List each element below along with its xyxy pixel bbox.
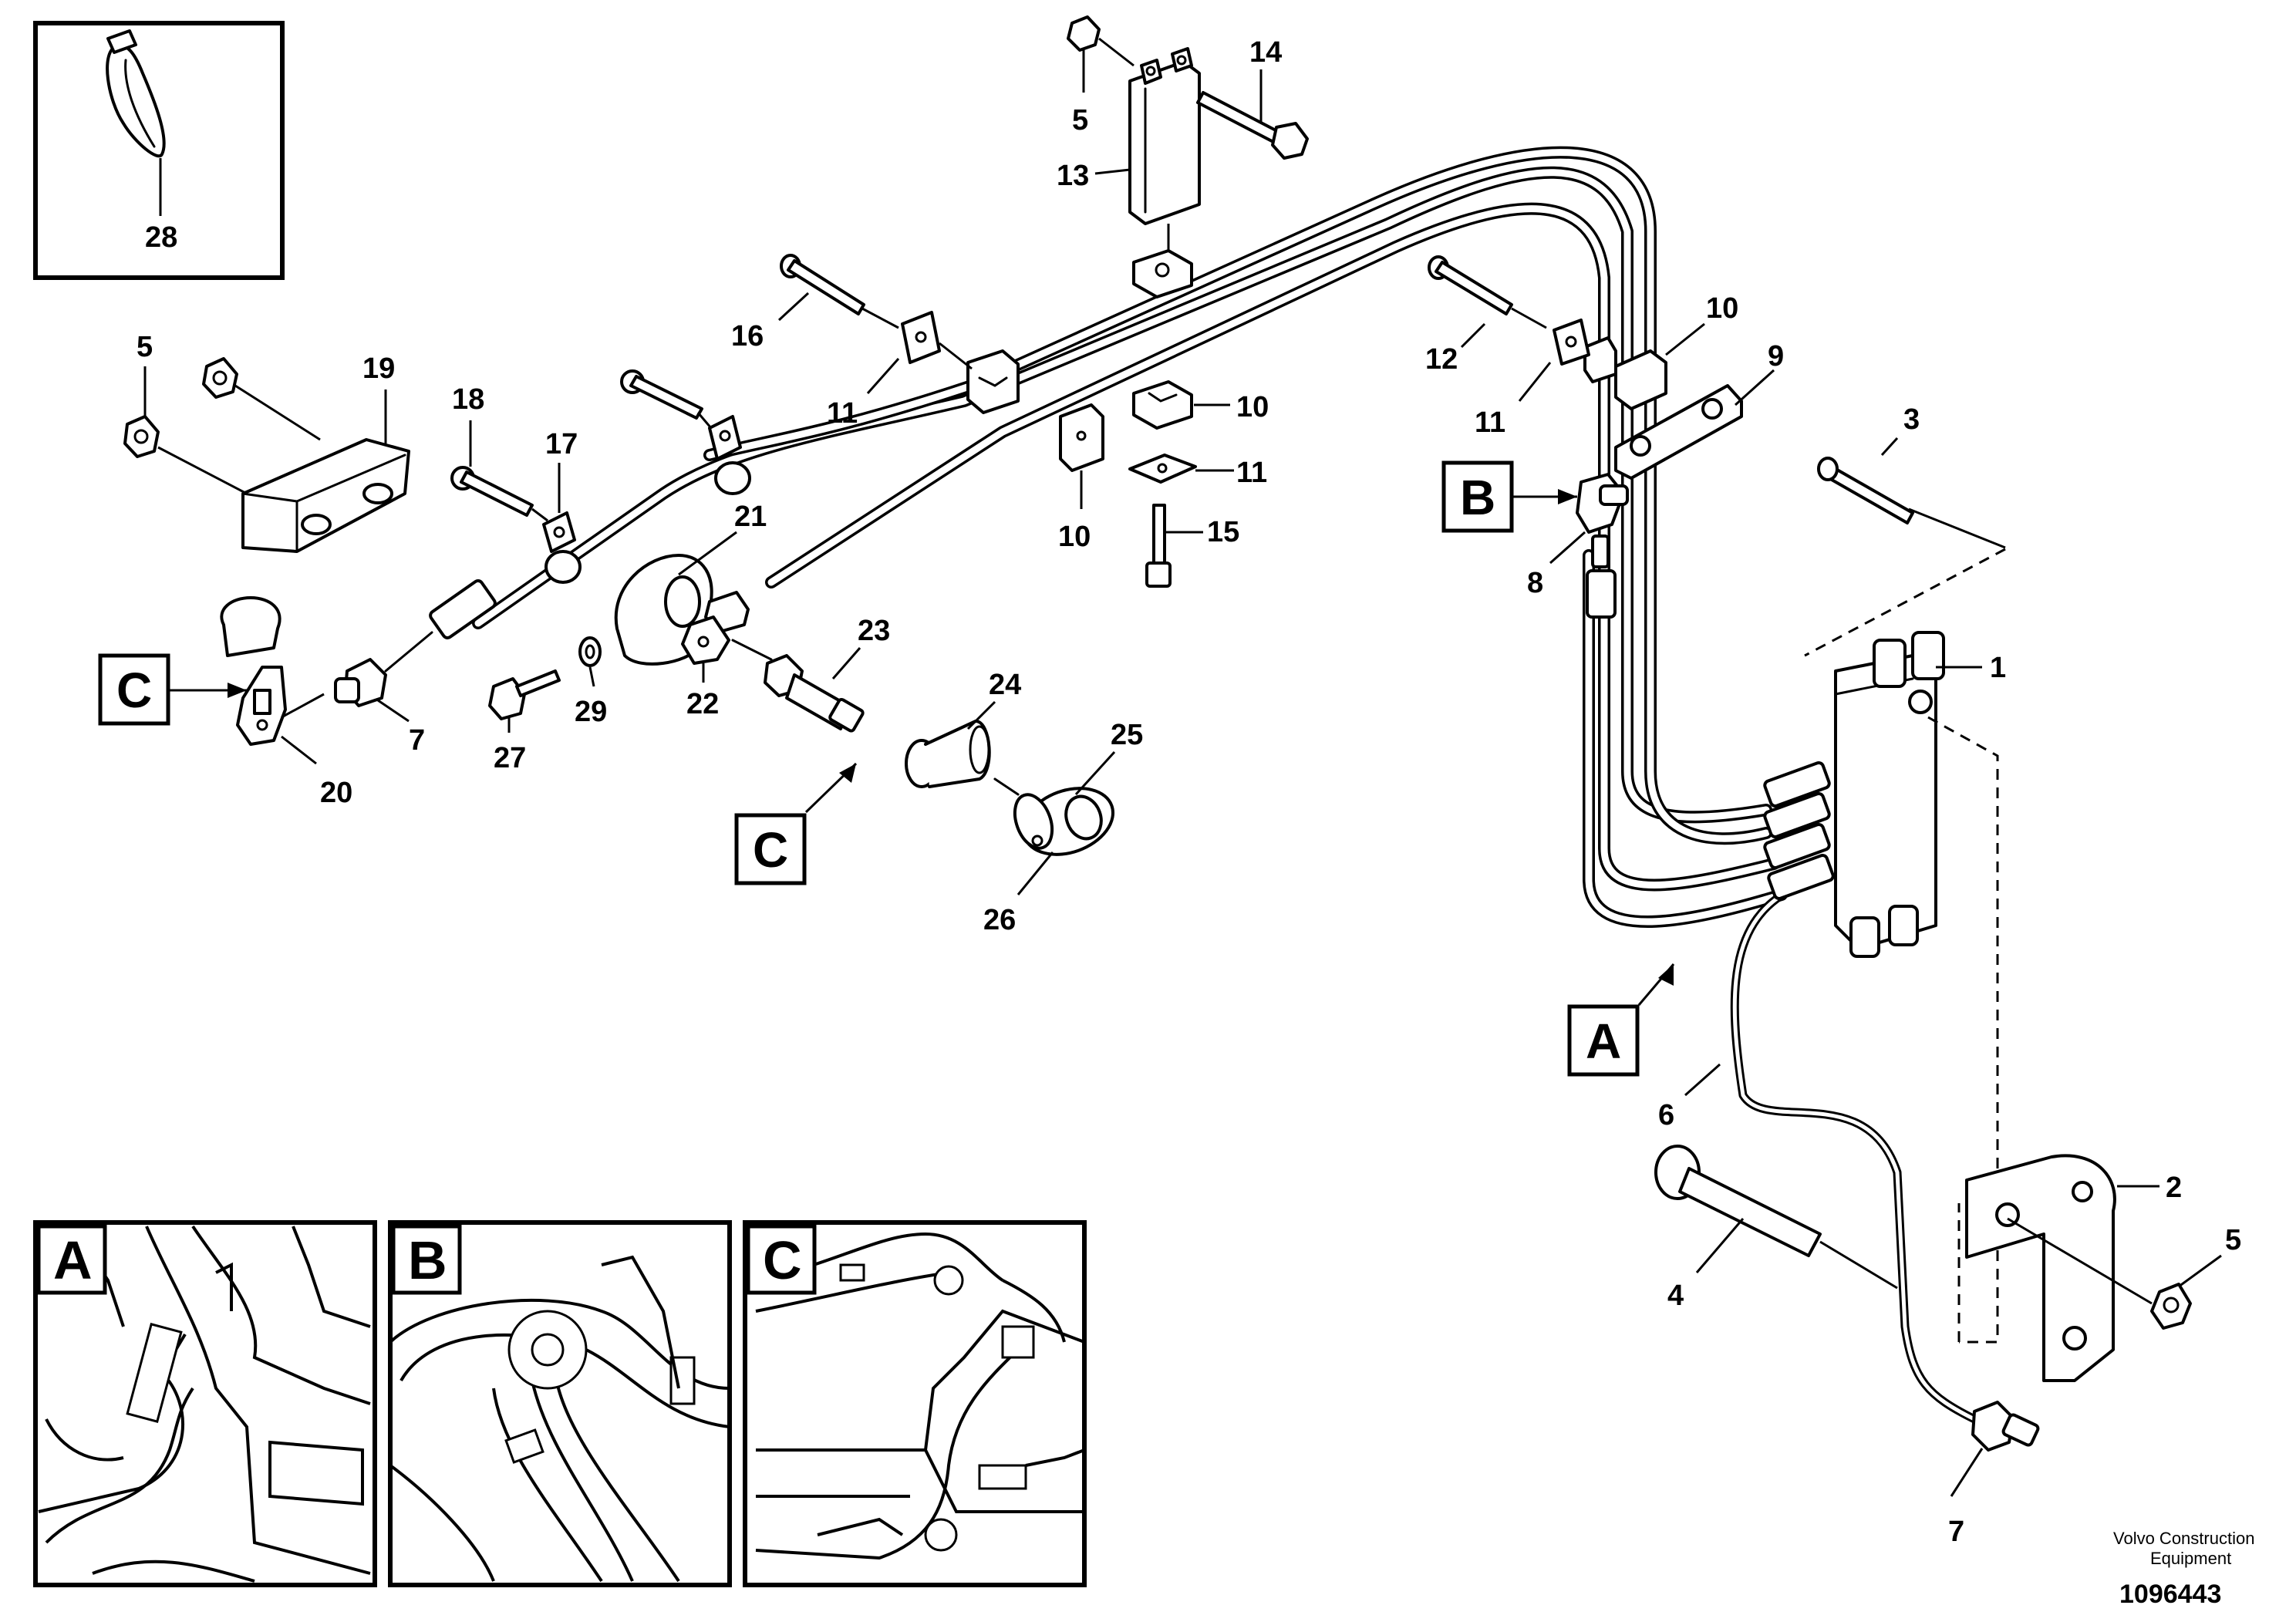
plate-11-right-part	[1553, 319, 1590, 366]
callout-11b: 11	[1236, 457, 1267, 489]
callout-1: 1	[1990, 652, 2006, 684]
bolt-16-part	[780, 254, 865, 315]
callout-5b: 5	[1072, 104, 1088, 137]
callout-25: 25	[1111, 719, 1143, 751]
bolt-4-part	[1654, 1145, 1822, 1257]
callout-20: 20	[320, 777, 352, 809]
callout-10a: 10	[1058, 521, 1091, 553]
callout-7b: 7	[1948, 1516, 1964, 1548]
view-ref-c-left: C	[98, 653, 247, 726]
inset-photo-a: A	[33, 1220, 377, 1587]
brand-line-2: Equipment	[2150, 1549, 2231, 1568]
callout-21: 21	[734, 501, 767, 533]
callout-3: 3	[1903, 403, 1920, 436]
view-ref-c-mid: C	[734, 762, 858, 885]
nut-5-right-part	[2150, 1283, 2192, 1330]
nut-5-top-part	[1067, 15, 1101, 52]
callout-5a: 5	[137, 331, 153, 363]
bracket-2-part	[1965, 1154, 2116, 1382]
bolt-27-part	[488, 669, 561, 720]
bolt-12-part	[1428, 255, 1513, 315]
callout-24: 24	[989, 669, 1021, 701]
plate-11-mid-part	[1128, 454, 1197, 484]
bolt-15-part	[1145, 504, 1172, 588]
callout-10c: 10	[1236, 391, 1269, 423]
seal-26-part	[1013, 793, 1054, 850]
clamp-block-10-left-part	[1059, 403, 1104, 472]
callout-23: 23	[858, 615, 890, 647]
callout-6: 6	[1658, 1099, 1674, 1131]
brand-line-1: Volvo Construction	[2113, 1529, 2254, 1548]
callout-22: 22	[686, 688, 719, 720]
callout-4: 4	[1667, 1280, 1684, 1312]
svg-text:A: A	[53, 1230, 93, 1290]
svg-text:C: C	[116, 663, 152, 718]
clamp-top-left-part	[708, 415, 751, 495]
callout-12: 12	[1425, 343, 1458, 376]
bolt-18-part	[450, 466, 534, 517]
callout-10b: 10	[1706, 292, 1738, 325]
inset-photo-c: C	[743, 1220, 1087, 1587]
callout-5c: 5	[2225, 1224, 2241, 1256]
svg-text:C: C	[753, 822, 788, 878]
callout-7a: 7	[409, 724, 425, 757]
callout-28: 28	[145, 221, 177, 254]
callout-18: 18	[452, 383, 484, 416]
elbow-20-part	[220, 596, 287, 746]
clamp-13-part	[1128, 47, 1201, 225]
fitting-23-part	[731, 639, 865, 733]
bolt-14-part	[1196, 91, 1309, 160]
fitting-7-bottom-part	[1971, 1401, 2040, 1452]
document-number: 1096443	[2119, 1580, 2221, 1609]
bolt-3-part	[1817, 457, 1914, 524]
clamp-block-10-top-part	[1132, 249, 1193, 298]
line-connector-part	[384, 579, 497, 673]
callout-11c: 11	[1475, 406, 1505, 439]
view-ref-b: B	[1441, 460, 1577, 533]
svg-text:B: B	[1460, 470, 1495, 525]
clamp-plate-9-part	[1614, 384, 1743, 480]
clamp-block-10-mid-part	[1132, 380, 1193, 430]
callout-14: 14	[1249, 36, 1282, 69]
clamp-block-10-right-part	[1583, 336, 1667, 410]
svg-text:B: B	[408, 1230, 447, 1290]
bracket-19-part	[241, 438, 410, 553]
callout-11a: 11	[827, 397, 858, 430]
cable-tie-part	[106, 29, 166, 158]
distribution-block-part	[1763, 631, 1945, 958]
hose-bundle	[472, 146, 1979, 1424]
callout-9: 9	[1768, 340, 1784, 373]
callout-26: 26	[983, 904, 1016, 936]
callout-16: 16	[731, 320, 764, 352]
bolt-top-left-part	[620, 369, 703, 420]
svg-text:C: C	[763, 1230, 802, 1290]
cable-tie-detail-box: 28	[33, 21, 285, 280]
clamp-17-part	[542, 511, 582, 584]
nut-5-left-part	[123, 415, 160, 458]
callout-8: 8	[1527, 567, 1543, 599]
fitting-22-part	[681, 591, 750, 665]
footer-branding: Volvo Construction Equipment 1096443	[2113, 1529, 2254, 1609]
clamp-insert-part	[966, 349, 1020, 414]
callout-13: 13	[1057, 160, 1089, 192]
svg-text:A: A	[1586, 1013, 1621, 1069]
fitting-7-left-part	[334, 658, 387, 707]
view-ref-a: A	[1567, 963, 1675, 1077]
callout-17: 17	[545, 428, 578, 460]
callout-2: 2	[2166, 1172, 2182, 1204]
callout-19: 19	[362, 352, 395, 385]
callout-27: 27	[494, 742, 526, 774]
elbow-8-part	[1576, 473, 1629, 619]
callout-29: 29	[575, 696, 607, 728]
bushing-24-part	[905, 720, 991, 788]
washer-29-part	[578, 636, 602, 667]
inset-photo-b: B	[388, 1220, 732, 1587]
nut-19-part	[202, 357, 238, 399]
plate-11-left-part	[901, 311, 941, 364]
callout-15: 15	[1207, 516, 1239, 548]
